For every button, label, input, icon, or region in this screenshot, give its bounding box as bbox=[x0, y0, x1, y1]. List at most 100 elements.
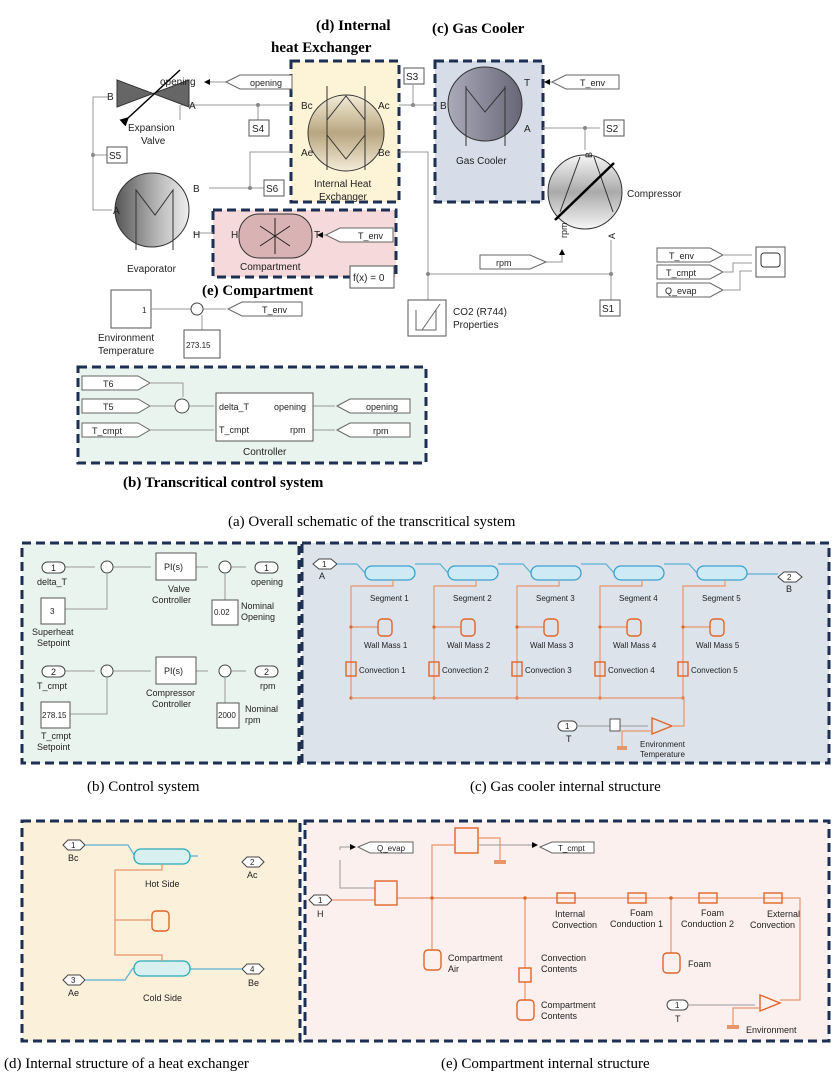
thermal-wire bbox=[332, 897, 801, 1001]
outport-b[interactable]: 2B bbox=[777, 571, 803, 594]
gc-port-b: B bbox=[440, 101, 447, 112]
env-temp-source-icon[interactable] bbox=[759, 993, 782, 1013]
sensor-s6[interactable]: S6 bbox=[263, 179, 285, 197]
junction bbox=[432, 625, 436, 629]
sum-opening[interactable] bbox=[218, 560, 232, 574]
scope-input-q-evap[interactable]: Q_evap bbox=[656, 282, 725, 298]
gas-cooler-region-border bbox=[433, 59, 545, 204]
controller-in-t6[interactable]: T6 bbox=[81, 375, 151, 391]
sensor-s3[interactable]: S3 bbox=[403, 67, 425, 85]
convection-icon[interactable] bbox=[594, 661, 606, 677]
convection-icon[interactable] bbox=[511, 661, 523, 677]
environment-temperature[interactable]: 1 Environment Temperature bbox=[98, 289, 155, 357]
rpm-from-tag[interactable]: rpm bbox=[479, 254, 548, 270]
sum-rpm[interactable] bbox=[218, 664, 232, 678]
port-ac[interactable]: 2Ac bbox=[241, 856, 265, 880]
label-1: External bbox=[767, 909, 800, 919]
solver-configuration[interactable]: f(x) = 0 bbox=[349, 265, 395, 289]
scope[interactable] bbox=[755, 246, 786, 278]
t-env-goto-tag[interactable]: T_env bbox=[226, 301, 303, 317]
controller-in-t5[interactable]: T5 bbox=[81, 398, 151, 414]
sensor-s5[interactable]: S5 bbox=[106, 146, 128, 164]
wall-mass-icon[interactable] bbox=[377, 618, 393, 637]
compressor[interactable]: Compressor B rpm A bbox=[547, 152, 682, 239]
scope-input-t-env[interactable]: T_env bbox=[656, 247, 725, 263]
t-env-from-tag-gc[interactable]: T_env bbox=[550, 74, 620, 90]
fluid-wire bbox=[415, 563, 449, 574]
compartment[interactable]: H T Compartment bbox=[231, 213, 320, 273]
wall-mass-icon[interactable] bbox=[460, 618, 476, 637]
wall-mass-icon[interactable] bbox=[626, 618, 642, 637]
convection-icon[interactable] bbox=[677, 661, 689, 677]
difference-block[interactable] bbox=[174, 398, 190, 414]
expansion-valve[interactable]: opening A B Expansion Valve bbox=[107, 69, 196, 147]
rpm-goto-tag[interactable]: rpm bbox=[335, 422, 411, 438]
wire bbox=[543, 127, 600, 150]
label-2: Conduction 2 bbox=[681, 919, 734, 929]
sensor-label: S2 bbox=[606, 124, 619, 135]
co2-properties-block[interactable]: CO2 (R744) Properties bbox=[407, 299, 507, 337]
wire bbox=[209, 151, 291, 189]
foam-mass[interactable]: Foam bbox=[662, 952, 711, 974]
port-label: B bbox=[786, 584, 792, 594]
temperature-sensor-icon[interactable] bbox=[454, 827, 479, 854]
port-num: 1 bbox=[264, 563, 269, 573]
sensor-s1[interactable]: S1 bbox=[599, 299, 621, 317]
convection-icon[interactable] bbox=[428, 661, 440, 677]
wall-mass-icon[interactable] bbox=[543, 618, 559, 637]
opening-goto-tag[interactable]: opening bbox=[335, 398, 411, 414]
ps-converter[interactable] bbox=[609, 718, 621, 732]
sensor-s4[interactable]: S4 bbox=[248, 119, 270, 137]
opening-from-tag[interactable]: opening bbox=[224, 74, 293, 90]
wall-mass-icon[interactable] bbox=[709, 618, 725, 637]
ihx-coil-icon bbox=[326, 86, 366, 170]
convection-icon[interactable] bbox=[345, 661, 357, 677]
sum-block[interactable] bbox=[190, 302, 204, 316]
gas-cooler[interactable]: B T A Gas Cooler bbox=[440, 66, 531, 167]
internal-heat-exchanger[interactable]: Bc Ac Ae Be Internal Heat Exchanger bbox=[301, 86, 391, 203]
error-sum-2[interactable] bbox=[100, 664, 114, 678]
scope-input-t-cmpt[interactable]: T_cmpt bbox=[656, 264, 725, 280]
t-cmpt-goto-tag[interactable]: T_cmpt bbox=[538, 841, 595, 854]
inport-t-cmpt[interactable]: 2T_cmpt bbox=[37, 665, 68, 691]
scope-icon bbox=[760, 252, 781, 268]
controller-subsystem[interactable]: delta_T T_cmpt opening rpm Controller bbox=[215, 392, 314, 458]
heat-flow-sensor-icon[interactable] bbox=[374, 880, 398, 906]
controller-in-t-cmpt[interactable]: T_cmpt bbox=[81, 422, 151, 438]
offset-constant[interactable]: 273.15 bbox=[183, 329, 221, 359]
pipe-label: Hot Side bbox=[145, 879, 180, 889]
error-sum-1[interactable] bbox=[100, 560, 114, 574]
env-temp-source-icon[interactable] bbox=[651, 716, 674, 736]
q-evap-goto-tag[interactable]: Q_evap bbox=[356, 841, 414, 854]
t-env-from-tag-cmpt[interactable]: T_env bbox=[324, 227, 394, 243]
sensor-s2[interactable]: S2 bbox=[603, 119, 625, 137]
evaporator[interactable]: A B H Evaporator bbox=[113, 172, 200, 275]
gas-cooler-icon bbox=[447, 66, 523, 142]
t-inport[interactable]: 1T bbox=[666, 999, 689, 1024]
port-be[interactable]: 4Be bbox=[241, 963, 265, 988]
hot-side-pipe[interactable]: Hot Side bbox=[133, 848, 191, 889]
wall-mass-icon[interactable] bbox=[151, 910, 170, 932]
t-inport[interactable]: 1T bbox=[557, 720, 578, 744]
